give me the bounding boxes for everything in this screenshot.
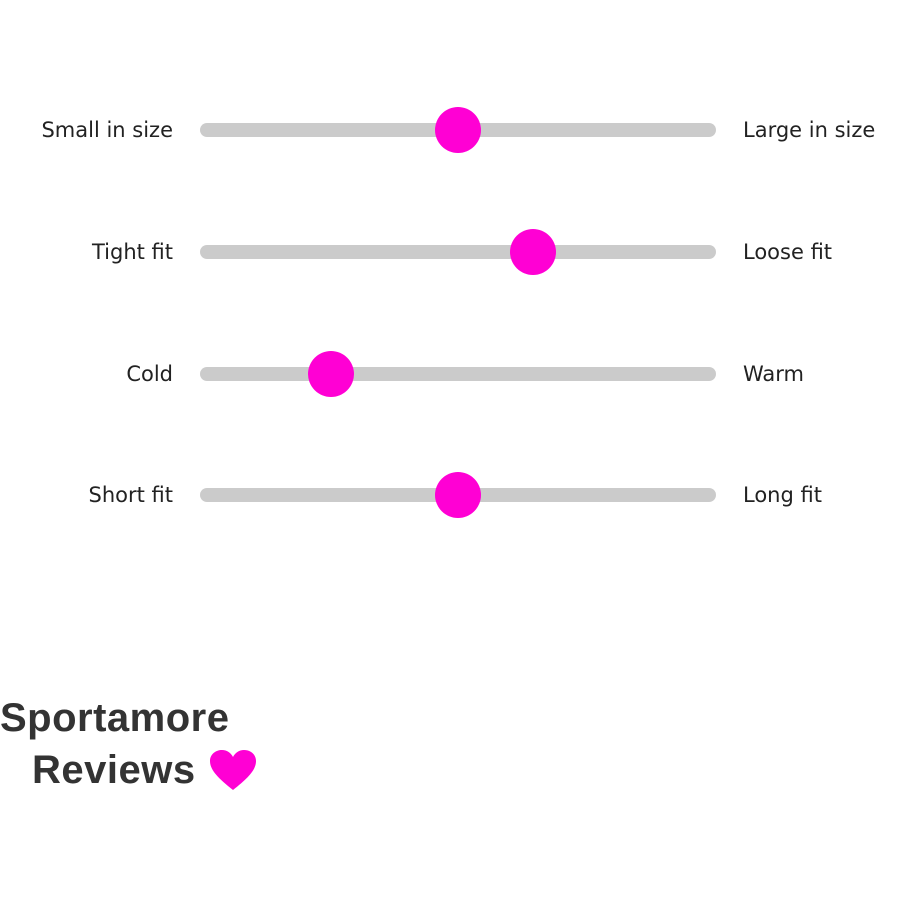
slider-track[interactable] — [200, 351, 716, 397]
slider-left-label: Small in size — [41, 118, 173, 142]
slider-right-label: Long fit — [743, 483, 822, 507]
heart-icon — [208, 748, 258, 792]
slider-row-length: Short fit Long fit — [0, 470, 900, 520]
slider-row-size: Small in size Large in size — [0, 105, 900, 155]
brand-logo: Sportamore Reviews — [0, 692, 258, 796]
slider-right-label: Large in size — [743, 118, 876, 142]
slider-left-label: Cold — [126, 362, 173, 386]
slider-track[interactable] — [200, 229, 716, 275]
brand-subtitle-wrap: Reviews — [0, 744, 258, 796]
slider-track[interactable] — [200, 472, 716, 518]
slider-handle[interactable] — [435, 107, 481, 153]
slider-row-fit: Tight fit Loose fit — [0, 227, 900, 277]
slider-right-label: Loose fit — [743, 240, 833, 264]
slider-left-label: Tight fit — [91, 240, 173, 264]
brand-name: Sportamore — [0, 696, 230, 740]
slider-handle[interactable] — [509, 229, 556, 275]
slider-handle[interactable] — [308, 351, 355, 397]
slider-left-label: Short fit — [88, 483, 174, 507]
slider-right-label: Warm — [743, 362, 805, 386]
slider-track[interactable] — [200, 107, 716, 153]
brand-subtitle: Reviews — [32, 748, 196, 792]
slider-handle[interactable] — [435, 472, 481, 518]
slider-row-temperature: Cold Warm — [0, 349, 900, 399]
